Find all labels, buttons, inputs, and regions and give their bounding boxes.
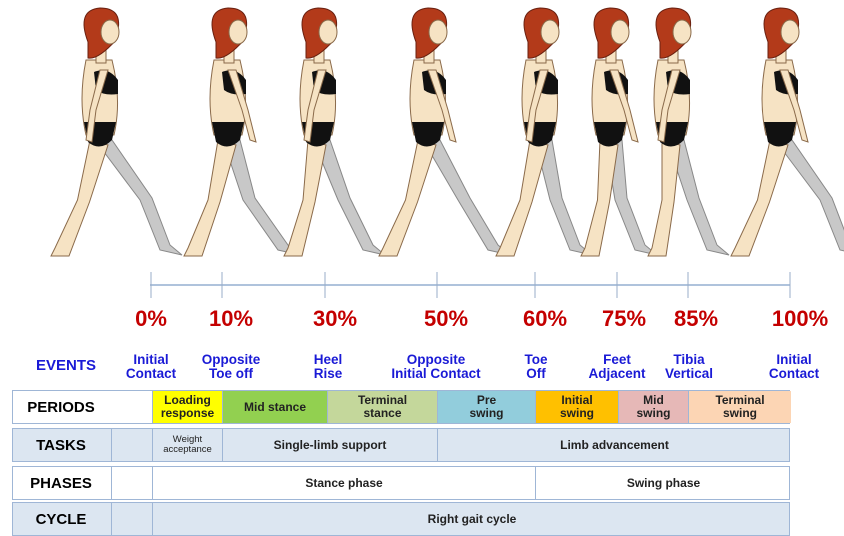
left-leg bbox=[51, 140, 108, 256]
face bbox=[229, 20, 247, 44]
event-label: Opposite Toe off bbox=[202, 353, 261, 381]
period-mid-stance: Mid stance bbox=[222, 391, 327, 423]
percent-label: 50% bbox=[424, 306, 468, 332]
periods-label: PERIODS bbox=[12, 390, 110, 424]
left-leg bbox=[379, 140, 436, 256]
face bbox=[611, 20, 629, 44]
event-label: Toe Off bbox=[525, 353, 548, 381]
face bbox=[673, 20, 691, 44]
period-loading-response: Loading response bbox=[152, 391, 222, 423]
walking-figure bbox=[648, 8, 729, 256]
right-leg bbox=[423, 140, 510, 255]
period-mid-swing: Mid swing bbox=[618, 391, 688, 423]
walking-figure bbox=[731, 8, 844, 256]
walking-figure bbox=[184, 8, 300, 256]
left-leg bbox=[284, 140, 326, 256]
event-label: Tibia Vertical bbox=[665, 353, 713, 381]
phases-blank-cell bbox=[111, 467, 152, 499]
event-label: Opposite Initial Contact bbox=[391, 353, 480, 381]
cycle-row: Right gait cycle bbox=[12, 502, 790, 536]
right-leg bbox=[775, 140, 844, 255]
period-initial-swing: Initial swing bbox=[535, 391, 618, 423]
left-leg bbox=[581, 140, 618, 256]
tasks-row: Weight acceptance Single-limb support Li… bbox=[12, 428, 790, 462]
cycle-right-gait: Right gait cycle bbox=[152, 503, 791, 535]
face bbox=[541, 20, 559, 44]
left-leg bbox=[731, 140, 788, 256]
percent-label: 60% bbox=[523, 306, 567, 332]
event-label: Initial Contact bbox=[769, 353, 819, 381]
event-label: Feet Adjacent bbox=[588, 353, 645, 381]
tasks-label: TASKS bbox=[12, 428, 110, 462]
walking-figure bbox=[581, 8, 657, 256]
phase-stance: Stance phase bbox=[152, 467, 535, 499]
percent-label: 10% bbox=[209, 306, 253, 332]
face bbox=[101, 20, 119, 44]
period-terminal-swing: Terminal swing bbox=[688, 391, 791, 423]
task-weight-acceptance: Weight acceptance bbox=[152, 429, 222, 461]
right-leg bbox=[95, 140, 182, 255]
percent-label: 0% bbox=[135, 306, 167, 332]
left-leg bbox=[184, 140, 236, 256]
percent-label: 75% bbox=[602, 306, 646, 332]
phases-row: Stance phase Swing phase bbox=[12, 466, 790, 500]
face bbox=[781, 20, 799, 44]
walking-figure bbox=[51, 8, 182, 256]
face bbox=[319, 20, 337, 44]
walking-figure bbox=[379, 8, 510, 256]
cycle-blank-cell bbox=[111, 503, 152, 535]
periods-row: Loading response Mid stance Terminal sta… bbox=[12, 390, 790, 424]
left-leg bbox=[496, 140, 548, 256]
cycle-label: CYCLE bbox=[12, 502, 110, 536]
task-limb-advancement: Limb advancement bbox=[437, 429, 791, 461]
task-single-limb-support: Single-limb support bbox=[222, 429, 437, 461]
face bbox=[429, 20, 447, 44]
event-label: Initial Contact bbox=[126, 353, 176, 381]
phases-label: PHASES bbox=[12, 466, 110, 500]
walking-figure bbox=[284, 8, 385, 256]
percent-label: 85% bbox=[674, 306, 718, 332]
walking-figure bbox=[496, 8, 592, 256]
percent-label: 100% bbox=[772, 306, 828, 332]
tasks-blank-cell bbox=[111, 429, 152, 461]
percent-label: 30% bbox=[313, 306, 357, 332]
phase-swing: Swing phase bbox=[535, 467, 791, 499]
period-pre-swing: Pre swing bbox=[437, 391, 535, 423]
events-title: EVENTS bbox=[36, 357, 96, 374]
walking-figures-illustration bbox=[0, 0, 844, 290]
period-terminal-stance: Terminal stance bbox=[327, 391, 437, 423]
left-leg bbox=[648, 140, 680, 256]
right-leg bbox=[223, 140, 300, 255]
event-label: Heel Rise bbox=[314, 353, 343, 381]
